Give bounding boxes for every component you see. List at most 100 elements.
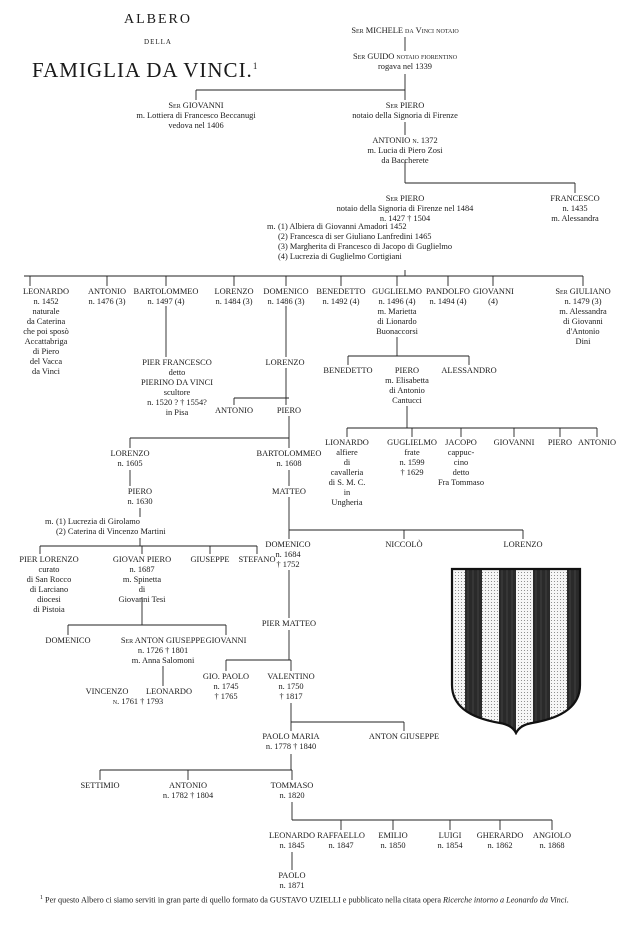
person-detail: n. 1435 — [562, 204, 588, 213]
person-detail: n. 1608 — [276, 459, 302, 468]
person-name: Ser ANTON GIUSEPPE — [120, 636, 206, 645]
person-name: BENEDETTO — [316, 287, 366, 296]
person-antongiuseppe2: ANTON GIUSEPPE — [359, 732, 449, 742]
person-name: GIOVANNI — [473, 287, 514, 296]
person-detail: n. 1847 — [328, 841, 354, 850]
person-detail: di Antonio — [389, 386, 425, 395]
shield-dark-stripe — [465, 569, 483, 733]
person-name: DOMENICO — [263, 287, 309, 296]
wives-lead: m. — [267, 222, 276, 231]
person-detail: di Piero — [32, 347, 60, 356]
person-detail: n. 1476 (3) — [88, 297, 126, 306]
person-name: ANTONIO — [169, 781, 207, 790]
person-detail: n. 1496 (4) — [378, 297, 416, 306]
person-name: Ser PIERO — [385, 194, 425, 203]
person-name: JACOPO — [445, 438, 477, 447]
person-detail: di — [343, 458, 351, 467]
person-name: PIER FRANCESCO — [142, 358, 212, 367]
person-name: EMILIO — [378, 831, 408, 840]
person-detail: n. 1427 † 1504 — [379, 214, 431, 223]
person-detail: m. Lucia di Piero Zosi — [367, 146, 443, 155]
person-detail: d'Antonio — [566, 327, 600, 336]
person-detail: m. Lottiera di Francesco Beccanugi — [136, 111, 256, 120]
person-detail: † 1765 — [214, 692, 238, 701]
person-detail: che poi sposò — [23, 327, 69, 336]
person-name: LUIGI — [438, 831, 462, 840]
person-detail: n. 1750 — [278, 682, 304, 691]
person-matteo: MATTEO — [264, 487, 314, 497]
person-vincenzo: VINCENZO — [79, 687, 135, 697]
person-detail: n. 1782 † 1804 — [162, 791, 214, 800]
footnote-mark: 1 — [40, 895, 43, 901]
person-giuseppe1: GIUSEPPE — [185, 555, 235, 565]
person-leonardo2: LEONARDO — [141, 687, 197, 697]
title-famiglia-text: FAMIGLIA DA VINCI. — [32, 58, 253, 82]
person-name: DOMENICO — [45, 636, 91, 645]
person-name: ANTONIO n. 1372 — [372, 136, 438, 145]
person-detail: in — [343, 488, 351, 497]
person-detail: di S. M. C. — [328, 478, 366, 487]
footnote: 1 Per questo Albero ci siamo serviti in … — [40, 893, 600, 906]
person-detail: di Lionardo — [377, 317, 417, 326]
person-detail: naturale — [32, 307, 60, 316]
person-name: SETTIMIO — [80, 781, 120, 790]
person-giovanni2: GIOVANNI(4) — [473, 287, 514, 307]
person-name: STEFANO — [238, 555, 276, 564]
person-detail: † 1752 — [276, 560, 300, 569]
person-name: LORENZO — [503, 540, 543, 549]
person-name: PIERO — [547, 438, 573, 447]
person-name: ANTONIO — [88, 287, 126, 296]
person-name: LORENZO — [265, 358, 305, 367]
person-detail: Cantucci — [392, 396, 422, 405]
person-name: LORENZO — [214, 287, 254, 296]
person-detail: cavalleria — [330, 468, 364, 477]
person-detail: cino — [453, 458, 469, 467]
person-name: FRANCESCO — [550, 194, 600, 203]
person-name: ANTON GIUSEPPE — [368, 732, 440, 741]
person-detail: vedova nel 1406 — [168, 121, 224, 130]
person-detail: m. Anna Salomoni — [131, 656, 195, 665]
person-detail: n. 1484 (3) — [215, 297, 253, 306]
person-detail: Dini — [575, 337, 591, 346]
person-giovanni3: GIOVANNI — [489, 438, 539, 448]
shield-dark-stripe — [533, 569, 551, 733]
person-antonio4: ANTONIO — [572, 438, 622, 448]
person-name: n. 1761 † 1793 — [112, 697, 164, 706]
person-name: NICCOLÒ — [385, 540, 423, 549]
footnote-author: GUSTAVO UZIELLI — [269, 895, 341, 905]
person-name: DOMENICO — [265, 540, 311, 549]
person-piero5: PIERO — [540, 438, 580, 448]
shield-dark-stripe — [499, 569, 517, 733]
wife-line: (1) Albiera di Giovanni Amadori 1452 — [278, 222, 407, 231]
person-name: BARTOLOMMEO — [133, 287, 199, 296]
person-settimio: SETTIMIO — [70, 781, 130, 791]
person-detail: n. 1684 — [275, 550, 301, 559]
person-name: GIUSEPPE — [190, 555, 230, 564]
person-detail: di Larciano — [29, 585, 69, 594]
person-detail: notaio della Signoria di Firenze — [352, 111, 458, 120]
person-detail: m. Alessandra — [551, 214, 599, 223]
person-detail: n. 1497 (4) — [147, 297, 185, 306]
